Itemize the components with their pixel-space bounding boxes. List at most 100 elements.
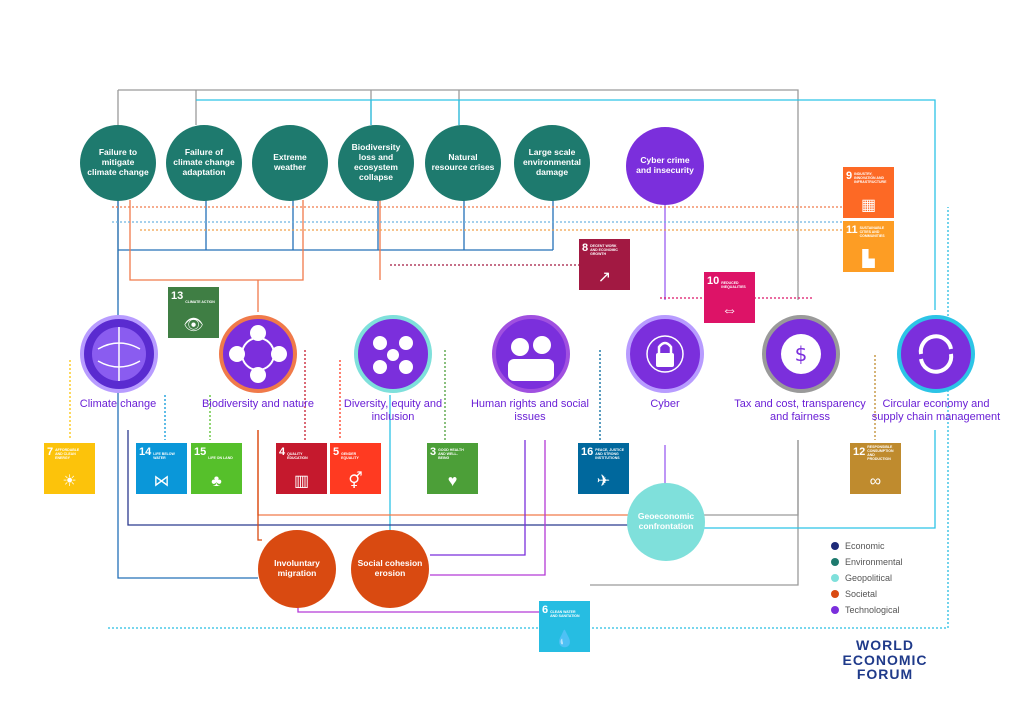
sdg-16-tile: 16Peace, justice and strong institutions… [578, 443, 629, 494]
growth-chart-icon: ↗ [597, 269, 612, 286]
hub-label: Tax and cost, transparency and fairness [734, 398, 866, 423]
sdg-4-tile: 4Quality education▥ [276, 443, 327, 494]
logo-line: WORLD [856, 637, 914, 653]
legend-label: Technological [845, 605, 900, 615]
hub-circular-economy [897, 315, 975, 393]
risk-social-cohesion: Social cohesion erosion [351, 530, 429, 608]
risk-label: Geoeconomic confrontation [637, 511, 695, 531]
risk-label: Failure to mitigate climate change [87, 147, 149, 177]
tree-icon: ♣ [211, 473, 222, 490]
sdg-6-tile: 6Clean water and sanitation 💧 [539, 601, 590, 652]
legend-swatch [831, 590, 839, 598]
dove-icon: ✈ [596, 473, 611, 490]
legend-label: Economic [845, 541, 885, 551]
sdg-label: Climate action [185, 300, 215, 304]
sdg-number: 6 [542, 604, 549, 616]
legend-label: Geopolitical [845, 573, 893, 583]
sdg-10-tile: 10Reduced inequalities ⇔ [704, 272, 755, 323]
risk-label: Large scale environmental damage [522, 147, 582, 177]
globe-icon [92, 327, 146, 381]
sdg-label: Reduced inequalities [721, 281, 746, 289]
legend-item-societal: Societal [831, 586, 903, 602]
sdg-number: 14 [139, 446, 152, 458]
eye-globe-icon: 👁 [183, 317, 204, 334]
legend: Economic Environmental Geopolitical Soci… [831, 538, 903, 618]
sdg-number: 16 [581, 446, 594, 458]
sdg-label: Life on land [208, 456, 233, 460]
sdg-number: 7 [47, 446, 54, 458]
legend-swatch [831, 606, 839, 614]
infinity-icon: ∞ [869, 473, 882, 490]
biodiversity-icon [229, 325, 287, 383]
legend-swatch [831, 558, 839, 566]
sdg-number: 15 [194, 446, 207, 458]
sdg-13-tile: 13Climate action 👁 [168, 287, 219, 338]
risk-label: Biodiversity loss and ecosystem collapse [351, 142, 401, 182]
hub-biodiversity [219, 315, 297, 393]
legend-swatch [831, 542, 839, 550]
sdg-7-tile: 7Affordable and clean energy ☀ [44, 443, 95, 494]
hub-label: Diversity, equity and inclusion [343, 398, 443, 423]
legend-label: Environmental [845, 557, 903, 567]
hub-label: Biodiversity and nature [202, 398, 314, 410]
city-icon: ▙ [862, 251, 875, 268]
sdg-label: Responsible consumption and production [867, 445, 894, 461]
sdg-number: 4 [279, 446, 286, 458]
svg-text:$: $ [795, 342, 808, 366]
risk-cyber-crime: Cyber crime and insecurity [626, 127, 704, 205]
heartbeat-icon: ♥ [447, 473, 458, 490]
sdg-8-tile: 8Decent work and economic growth↗ [579, 239, 630, 290]
sdg-label: Affordable and clean energy [55, 448, 80, 460]
sdg-14-tile: 14Life below water⋈ [136, 443, 187, 494]
currency-icon: $ [781, 334, 821, 374]
sdg-label: Industry, innovation and infrastructure [854, 172, 887, 184]
sdg-12-tile: 12Responsible consumption and production… [850, 443, 901, 494]
risk-label: Natural resource crises [431, 152, 495, 172]
hub-label: Climate change [79, 398, 157, 410]
cubes-icon: ▦ [860, 197, 877, 214]
hub-diversity [354, 315, 432, 393]
sdg-number: 12 [853, 446, 866, 458]
risk-failure-to-mitigate: Failure to mitigate climate change [80, 125, 156, 201]
sdg-label: Clean water and sanitation [550, 610, 580, 618]
workers-icon [508, 336, 554, 381]
sdg-15-tile: 15Life on land ♣ [191, 443, 242, 494]
risk-label: Extreme weather [273, 152, 307, 172]
sdg-label: Quality education [287, 452, 308, 460]
fish-icon: ⋈ [153, 473, 170, 490]
legend-item-technological: Technological [831, 602, 903, 618]
sun-icon: ☀ [62, 473, 77, 490]
sdg-label: Sustainable cities and communities [859, 226, 885, 238]
risk-biodiversity-loss: Biodiversity loss and ecosystem collapse [338, 125, 414, 201]
sdg-number: 5 [333, 446, 340, 458]
logo-line: ECONOMIC [842, 651, 928, 668]
risk-involuntary-migration: Involuntary migration [258, 530, 336, 608]
sdg-number: 10 [707, 275, 720, 287]
legend-item-geopolitical: Geopolitical [831, 570, 903, 586]
sdg-number: 11 [846, 224, 858, 236]
hub-tax: $ [762, 315, 840, 393]
risk-geoeconomic: Geoeconomic confrontation [627, 483, 705, 561]
hub-human-rights [492, 315, 570, 393]
water-drop-icon: 💧 [554, 631, 575, 648]
legend-label: Societal [845, 589, 878, 599]
sdg-9-tile: 9Industry, innovation and infrastructure… [843, 167, 894, 218]
gender-icon: ⚥ [348, 473, 363, 490]
sdg-11-tile: 11Sustainable cities and communities ▙ [843, 221, 894, 272]
risk-environmental-damage: Large scale environmental damage [514, 125, 590, 201]
logo-line: FORUM [856, 666, 914, 683]
sdg-3-tile: 3Good health and well-being ♥ [427, 443, 478, 494]
sdg-number: 3 [430, 446, 437, 458]
sdg-label: Good health and well-being [438, 448, 464, 460]
risk-label: Cyber crime and insecurity [636, 155, 694, 175]
risk-failure-of-adaptation: Failure of climate change adaptation [166, 125, 242, 201]
sdg-5-tile: 5Gender equality⚥ [330, 443, 381, 494]
hub-label: Cyber [650, 398, 680, 410]
sdg-number: 13 [171, 290, 184, 302]
equality-arrows-icon: ⇔ [721, 302, 738, 319]
wef-logo: WORLD ECONOMIC FORUM [830, 638, 940, 682]
legend-item-economic: Economic [831, 538, 903, 554]
risk-label: Failure of climate change adaptation [173, 147, 235, 177]
